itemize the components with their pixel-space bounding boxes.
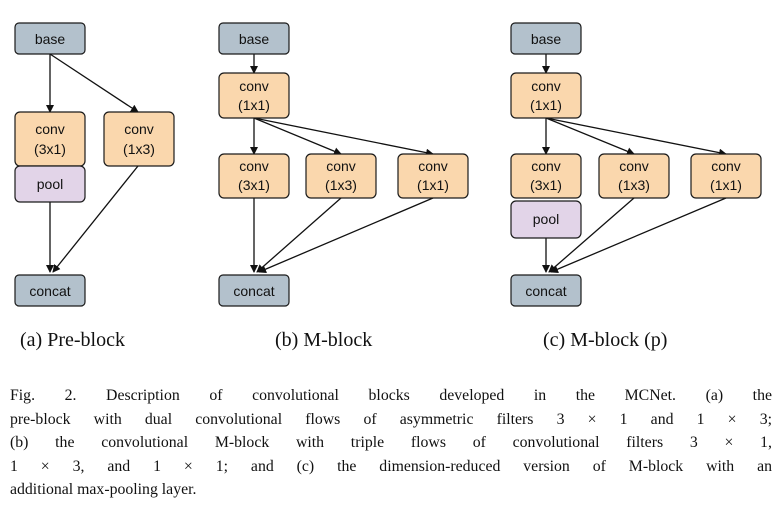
edge xyxy=(253,117,342,156)
edge xyxy=(550,197,727,273)
kernel-1x1-label: (1x1) xyxy=(417,177,449,193)
pre-block-diagram: base conv (3x1) pool conv (1x3) concat xyxy=(14,22,175,307)
kernel-1x3-label: (1x3) xyxy=(123,141,155,157)
conv-label: conv xyxy=(531,158,561,174)
pool-node xyxy=(14,165,86,203)
subcaption-b: (b) M-block xyxy=(275,329,372,351)
base-label: base xyxy=(35,31,66,47)
conv-label: conv xyxy=(531,78,561,94)
conv-label: conv xyxy=(711,158,741,174)
block-diagrams: base conv (3x1) pool conv (1x3) concat b… xyxy=(14,22,762,351)
conv-label: conv xyxy=(239,78,269,94)
pool-node xyxy=(510,200,582,239)
conv-1x3-node xyxy=(305,153,377,199)
conv-1x1-node xyxy=(397,153,469,199)
kernel-1x3-label: (1x3) xyxy=(325,177,357,193)
conv-label: conv xyxy=(418,158,448,174)
kernel-1x3-label: (1x3) xyxy=(618,177,650,193)
edge xyxy=(49,53,139,113)
conv-1x1-reduce-node xyxy=(218,72,290,119)
subcaption-a: (a) Pre-block xyxy=(20,329,125,351)
conv-label: conv xyxy=(239,158,269,174)
base-label: base xyxy=(239,31,270,47)
conv-3x1-node xyxy=(218,153,290,199)
concat-node xyxy=(510,274,582,307)
kernel-3x1-label: (3x1) xyxy=(238,177,270,193)
concat-node xyxy=(218,274,290,307)
subcaption-c: (c) M-block (p) xyxy=(543,329,667,351)
conv-1x1-node xyxy=(690,153,762,199)
edge xyxy=(545,117,727,157)
base-node xyxy=(14,22,86,55)
edge xyxy=(52,165,139,273)
concat-label: concat xyxy=(233,283,274,299)
kernel-3x1-label: (3x1) xyxy=(530,177,562,193)
figure-caption: Fig. 2. Description of convolutional blo… xyxy=(10,384,772,502)
kernel-1x1-label: (1x1) xyxy=(710,177,742,193)
m-block-diagram: base conv (1x1) conv (3x1) conv (1x3) co… xyxy=(218,22,469,307)
pool-label: pool xyxy=(533,211,559,227)
conv-label: conv xyxy=(35,121,65,137)
caption-line: pre-block with dual convolutional flows … xyxy=(10,410,772,428)
edge xyxy=(253,117,434,157)
conv-label: conv xyxy=(619,158,649,174)
kernel-3x1-label: (3x1) xyxy=(34,141,66,157)
conv-1x3-node xyxy=(598,153,670,199)
conv-1x1-reduce-node xyxy=(510,72,582,119)
edge xyxy=(256,197,342,273)
m-block-p-diagram: base conv (1x1) conv (3x1) pool conv (1x… xyxy=(510,22,762,307)
conv-label: conv xyxy=(124,121,154,137)
caption-line: additional max-pooling layer. xyxy=(10,481,197,498)
caption-line: 1 × 3, and 1 × 1; and (c) the dimension-… xyxy=(10,457,772,475)
edge xyxy=(258,197,434,273)
concat-node xyxy=(14,274,86,307)
kernel-1x1-label: (1x1) xyxy=(238,97,270,113)
base-node xyxy=(510,22,582,55)
edge xyxy=(548,197,635,273)
concat-label: concat xyxy=(525,283,566,299)
kernel-1x1-label: (1x1) xyxy=(530,97,562,113)
conv-1x3-node xyxy=(103,111,175,167)
edge xyxy=(545,117,635,156)
pool-label: pool xyxy=(37,176,63,192)
caption-line: Fig. 2. Description of convolutional blo… xyxy=(10,387,772,404)
caption-line: (b) the convolutional M-block with tripl… xyxy=(10,434,772,451)
base-node xyxy=(218,22,290,55)
concat-label: concat xyxy=(29,283,70,299)
base-label: base xyxy=(531,31,562,47)
conv-label: conv xyxy=(326,158,356,174)
conv-3x1-node xyxy=(510,153,582,199)
